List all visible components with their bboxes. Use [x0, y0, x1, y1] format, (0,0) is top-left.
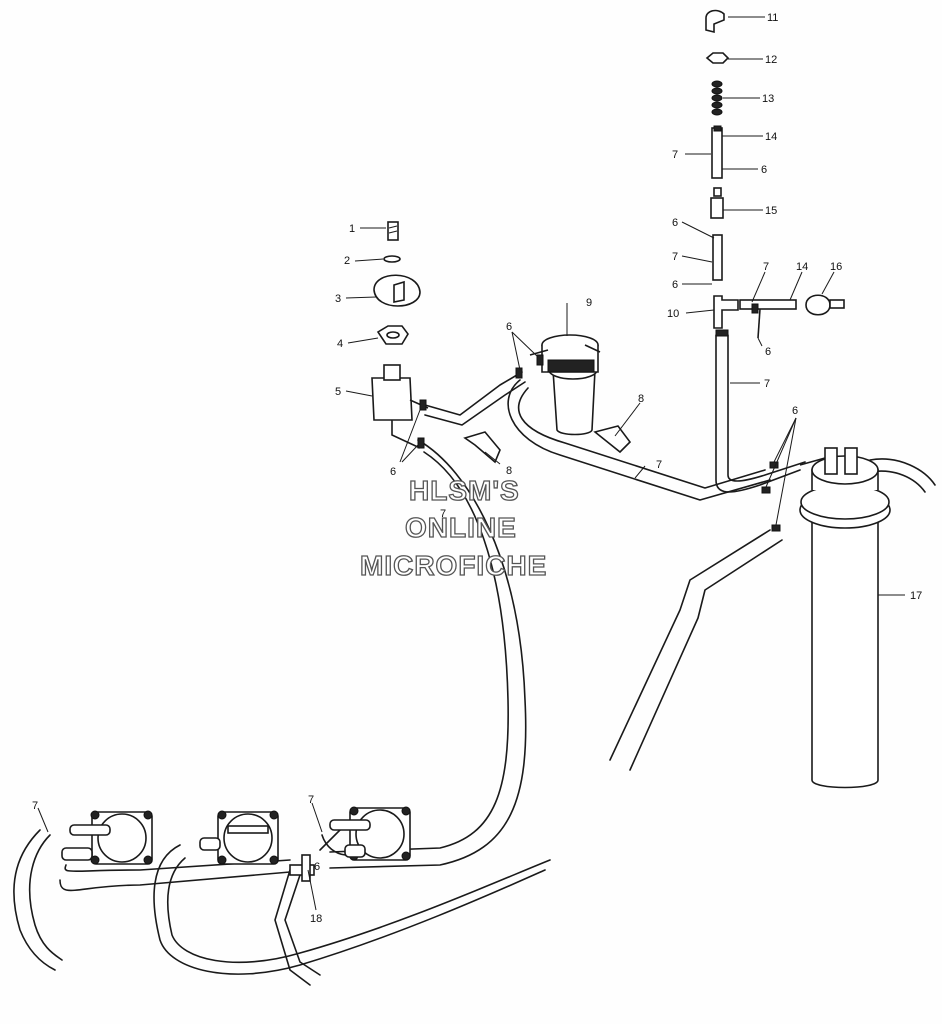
fuel-tee-18: [289, 854, 315, 882]
fuel-filter: [529, 334, 601, 436]
valve-body: [371, 377, 413, 421]
callout-2: 2: [344, 255, 350, 267]
carburetors: [61, 806, 411, 882]
carburetor-middle: [199, 810, 279, 865]
callout-6-tank: 6: [792, 405, 798, 417]
callout-7-main: 7: [440, 508, 446, 520]
valve-screw: [387, 221, 399, 241]
callout-5: 5: [335, 386, 341, 398]
callout-7-filter-hose: 7: [656, 459, 662, 471]
callout-14-branch: 14: [796, 261, 808, 273]
callout-16: 16: [830, 261, 842, 273]
callout-7-branch: 7: [763, 261, 769, 273]
watermark-line-3: MICROFICHE: [360, 550, 547, 581]
callout-4: 4: [337, 338, 343, 350]
callout-6-filter: 6: [506, 321, 512, 333]
callout-3: 3: [335, 293, 341, 305]
callout-10: 10: [667, 308, 679, 320]
small-clamps: [417, 125, 781, 532]
callout-12: 12: [765, 54, 777, 66]
fuel-valve-assembly: [371, 221, 429, 449]
leader-lines: [37, 16, 905, 911]
callout-14-top: 14: [765, 131, 777, 143]
callout-7-top: 7: [672, 149, 678, 161]
hose-lines: [13, 334, 936, 986]
watermark: HLSM'S ONLINE MICROFICHE: [359, 474, 547, 581]
callout-9: 9: [586, 297, 592, 309]
callout-6-top: 6: [761, 164, 767, 176]
watermark-line-2: ONLINE: [405, 512, 517, 543]
callout-7-carb-right: 7: [308, 794, 314, 806]
callout-11: 11: [767, 12, 778, 24]
hose-clamps-8: [463, 425, 632, 464]
callout-7-mid: 7: [672, 251, 678, 263]
callout-1: 1: [349, 223, 355, 235]
callout-6-valve: 6: [390, 466, 396, 478]
callout-6-low: 6: [672, 279, 678, 291]
callout-labels: 1 2 3 4 5 6 6 7 8 8 9 10 11 12 13 14 7 6…: [32, 12, 922, 925]
callout-18: 18: [310, 913, 322, 925]
vent-cap: [705, 9, 725, 34]
callout-7-vent: 7: [764, 378, 770, 390]
callout-6-mid: 6: [672, 217, 678, 229]
vent-tee: [713, 295, 739, 329]
callout-8-left: 8: [506, 465, 512, 477]
vent-check-valve: [711, 127, 723, 179]
callout-15: 15: [765, 205, 777, 217]
callout-17: 17: [910, 590, 922, 602]
callout-8-right: 8: [638, 393, 644, 405]
vent-spring: [711, 80, 723, 116]
callout-13: 13: [762, 93, 774, 105]
vent-nut: [705, 52, 730, 64]
valve-washer: [383, 255, 401, 263]
callout-6-carb: 6: [314, 861, 320, 873]
carburetor-left: [61, 810, 153, 865]
watermark-line-1: HLSM'S: [409, 475, 520, 506]
vent-ball-valve: [805, 294, 831, 316]
carburetor-right: [329, 806, 411, 861]
fuel-tank-sender: [799, 447, 891, 789]
callout-7-carb-left: 7: [32, 800, 38, 812]
callout-6-branch: 6: [765, 346, 771, 358]
